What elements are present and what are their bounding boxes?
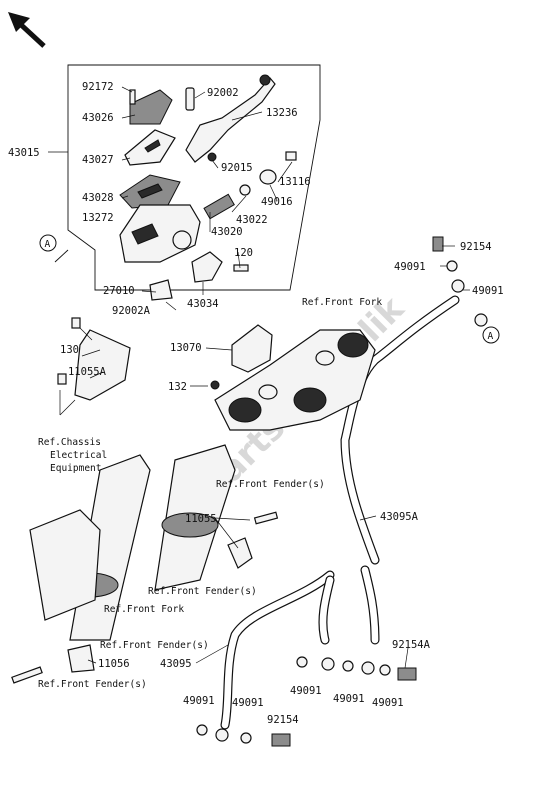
master-cylinder-group-frame <box>67 64 321 291</box>
label-92154-bottom: 92154 <box>267 714 299 726</box>
ref-chassis-line2: Electrical <box>50 450 107 461</box>
callout-a-left: A <box>39 234 57 252</box>
upper-triple-clamp <box>214 329 376 431</box>
hose-bracket-11055a <box>74 329 131 401</box>
label-92015: 92015 <box>221 162 253 174</box>
label-11055a: 11055A <box>68 366 107 378</box>
label-49091-e: 49091 <box>372 697 404 709</box>
label-43095a: 43095A <box>380 511 419 523</box>
callout-a-right: A <box>482 326 500 344</box>
label-13236: 13236 <box>266 107 298 119</box>
label-43022: 43022 <box>236 214 268 226</box>
pivot-bolt <box>185 87 195 111</box>
left-fork-tube <box>29 454 151 641</box>
ref-front-fender-1: Ref.Front Fender(s) <box>216 479 325 490</box>
hose-clamp-11056 <box>11 644 95 684</box>
label-49091-a: 49091 <box>394 261 426 273</box>
piston-assembly <box>203 184 251 220</box>
ref-front-fender-3: Ref.Front Fender(s) <box>100 640 209 651</box>
label-43015: 43015 <box>8 147 40 159</box>
label-43027: 43027 <box>82 154 114 166</box>
label-13272: 13272 <box>82 212 114 224</box>
label-13070: 13070 <box>170 342 202 354</box>
ref-front-fork-top: Ref.Front Fork <box>302 297 382 308</box>
ref-chassis-line3: Equipment <box>50 463 101 474</box>
reservoir-cap <box>129 89 173 125</box>
label-92172: 92172 <box>82 81 114 93</box>
label-92002a: 92002A <box>112 305 151 317</box>
svg-text:A: A <box>488 331 494 342</box>
label-130: 130 <box>60 344 79 356</box>
diaphragm-plate <box>124 129 176 166</box>
ref-chassis-line1: Ref.Chassis <box>38 437 101 448</box>
master-cylinder-body <box>119 204 201 263</box>
label-49091-b: 49091 <box>472 285 504 297</box>
diaphragm-gasket <box>119 174 181 209</box>
hose-clamp-11055 <box>227 511 279 569</box>
ref-front-fender-2: Ref.Front Fender(s) <box>148 586 257 597</box>
label-49091-d: 49091 <box>333 693 365 705</box>
label-92154-top: 92154 <box>460 241 492 253</box>
clamp-holder <box>149 251 223 301</box>
upper-banjo-fitting <box>432 236 488 327</box>
hose-guide-13070 <box>231 324 273 373</box>
label-43026: 43026 <box>82 112 114 124</box>
label-11055: 11055 <box>185 513 217 525</box>
label-43020: 43020 <box>211 226 243 238</box>
leader-lines <box>48 86 470 669</box>
label-92002: 92002 <box>207 87 239 99</box>
ref-front-fender-4: Ref.Front Fender(s) <box>38 679 147 690</box>
label-13116: 13116 <box>279 176 311 188</box>
label-49091-c: 49091 <box>290 685 322 697</box>
label-49091-g: 49091 <box>232 697 264 709</box>
label-43028: 43028 <box>82 192 114 204</box>
ref-front-fork-bottom: Ref.Front Fork <box>104 604 184 615</box>
brake-lever <box>185 74 276 163</box>
front-direction-arrow <box>8 12 46 48</box>
small-hardware <box>129 89 297 272</box>
lower-washers-bolts <box>57 317 417 747</box>
label-43095: 43095 <box>160 658 192 670</box>
label-49091-f: 49091 <box>183 695 215 707</box>
callout-a-leader <box>54 249 69 263</box>
label-27010: 27010 <box>103 285 135 297</box>
label-132: 132 <box>168 381 187 393</box>
label-49016: 49016 <box>261 196 293 208</box>
label-11056: 11056 <box>98 658 130 670</box>
right-fork-tube <box>154 444 236 591</box>
label-92154a: 92154A <box>392 639 431 651</box>
svg-text:A: A <box>45 239 51 250</box>
label-120: 120 <box>234 247 253 259</box>
label-43034: 43034 <box>187 298 219 310</box>
